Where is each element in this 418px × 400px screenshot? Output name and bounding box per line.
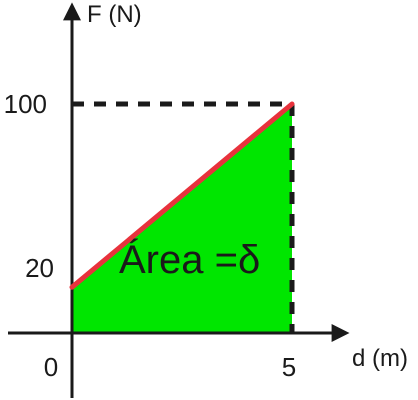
area-annotation: Área =δ — [119, 237, 260, 282]
y-tick-label-max: 100 — [4, 89, 47, 119]
y-axis-label: F (N) — [87, 1, 142, 28]
y-tick-label-min: 20 — [25, 253, 54, 283]
work-area — [72, 104, 292, 333]
x-axis-label: d (m) — [352, 345, 408, 372]
force-line — [69, 101, 295, 290]
x-tick-label-origin: 0 — [44, 352, 58, 382]
x-tick-label-max: 5 — [282, 352, 296, 382]
